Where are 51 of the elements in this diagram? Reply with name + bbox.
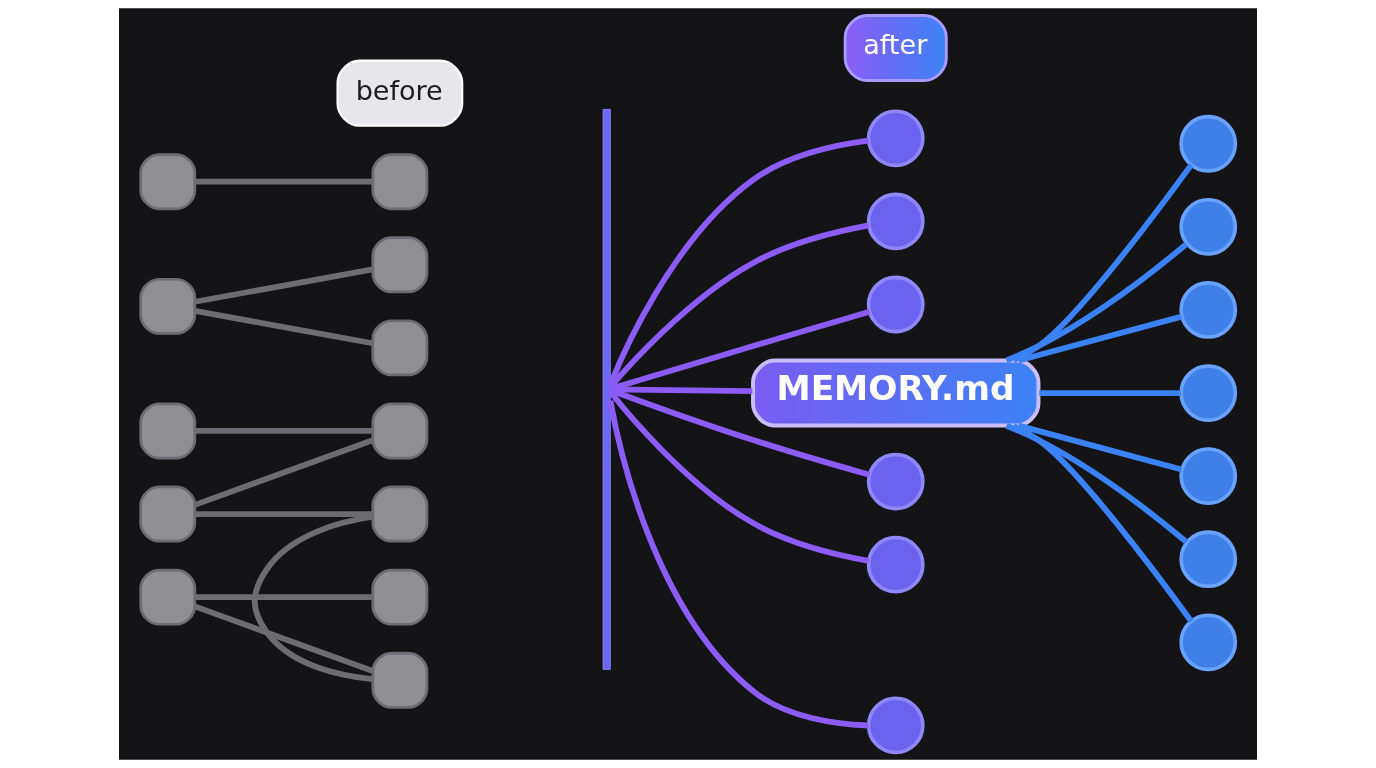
node-box <box>139 277 197 335</box>
connector <box>610 386 753 395</box>
node-circle <box>1179 364 1238 422</box>
node-box <box>371 236 429 294</box>
connector <box>1005 423 1189 545</box>
node-circle <box>1179 197 1238 256</box>
node-box <box>371 319 429 377</box>
connector <box>609 387 871 478</box>
node-box <box>371 568 429 626</box>
connector <box>193 437 374 508</box>
connector <box>194 308 374 347</box>
connector <box>1005 241 1189 363</box>
node-circle <box>866 452 925 511</box>
node-circle <box>1179 114 1238 173</box>
connector <box>1017 313 1183 364</box>
node-box: MEMORY.md <box>751 358 1041 428</box>
node-box <box>371 153 429 211</box>
node-box: after <box>843 14 948 82</box>
node-box <box>139 485 197 543</box>
node-circle <box>866 109 925 168</box>
connector <box>608 222 870 389</box>
connector <box>194 511 373 517</box>
node-circle <box>866 275 925 334</box>
node-circle <box>866 696 925 755</box>
node-bar <box>602 109 611 670</box>
node-box <box>139 153 197 211</box>
connector <box>193 603 374 674</box>
node-circle <box>1179 447 1238 506</box>
connector <box>608 390 870 564</box>
connector <box>194 428 373 434</box>
connector <box>194 266 374 305</box>
node-circle <box>1179 281 1238 339</box>
node-circle <box>1179 613 1238 672</box>
connector <box>194 178 373 185</box>
node-circle <box>866 535 925 594</box>
connector <box>1039 390 1181 396</box>
node-box <box>371 485 429 543</box>
node-box <box>139 402 197 460</box>
connector <box>1017 422 1183 473</box>
node-circle <box>866 192 925 251</box>
connector <box>607 400 869 729</box>
connector <box>194 594 373 601</box>
connector <box>1012 423 1194 623</box>
node-box <box>371 402 429 460</box>
connector <box>607 137 869 386</box>
node-box: before <box>336 59 464 127</box>
node-circle <box>1179 530 1238 589</box>
node-box <box>371 651 429 709</box>
node-box <box>139 568 197 626</box>
connector <box>1012 163 1194 363</box>
connector <box>609 308 871 392</box>
